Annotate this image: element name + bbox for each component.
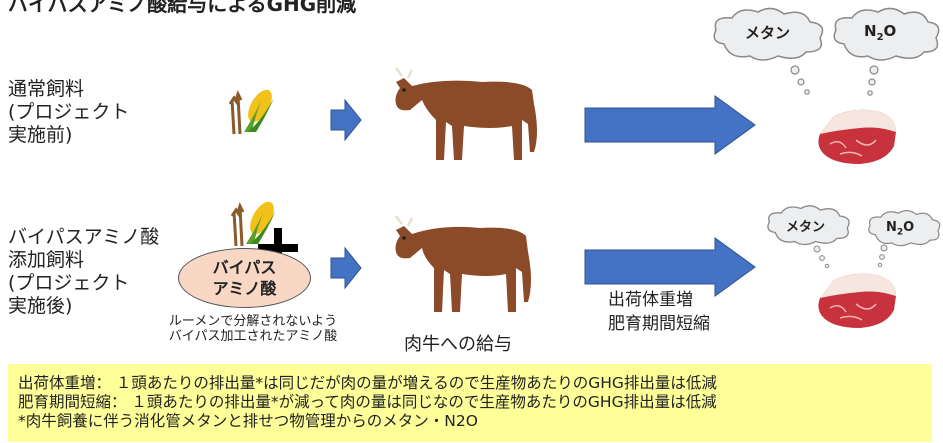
plus-icon — [258, 228, 298, 268]
arrow-right-icon — [330, 98, 362, 142]
n2o-base: N — [864, 22, 877, 40]
row-label-before: 通常飼料 (プロジェクト 実施前) — [8, 78, 130, 146]
arrow-right-icon — [584, 237, 756, 297]
diagram-title: バイパスアミノ酸給与によるGHG削減 — [8, 0, 357, 16]
cow-icon — [395, 67, 537, 160]
note-line-period: 肥育期間短縮： １頭あたりの排出量*が減って肉の量は同じなので生産物あたりのGH… — [18, 393, 717, 411]
note-line-footnote: *肉牛飼養に伴う消化管メタンと排せつ物管理からのメタン・N2O — [18, 412, 478, 430]
bypass-caption: ルーメンで分解されないよう バイパス加工されたアミノ酸 — [168, 314, 338, 344]
notes-box: 出荷体重増： １頭あたりの排出量*は同じだが肉の量が増えるので生産物あたりのGH… — [8, 364, 932, 442]
cow-icon — [395, 215, 531, 312]
beef-icon — [818, 109, 896, 164]
ellipse-line2: アミノ酸 — [212, 279, 277, 298]
result-label: 出荷体重増 肥育期間短縮 — [608, 290, 710, 334]
ellipse-line1: バイパス — [212, 258, 277, 277]
n2o-text: N2O — [864, 22, 896, 43]
beef-icon — [818, 273, 896, 328]
n2o-tail: O — [883, 22, 897, 40]
n2o-text: N2O — [886, 220, 914, 238]
corn-icon — [230, 201, 276, 247]
row-label-after: バイパスアミノ酸 添加飼料 (プロジェクト 実施後) — [8, 226, 160, 317]
corn-icon — [228, 89, 274, 135]
n2o-sub: 2 — [876, 32, 884, 43]
methane-text: メタン — [786, 220, 826, 235]
n2o-cloud-icon — [833, 7, 940, 61]
methane-text: メタン — [745, 24, 791, 42]
n2o-cloud-icon — [868, 210, 941, 247]
arrow-right-icon — [330, 246, 362, 290]
thought-bubbles-icon — [813, 244, 888, 269]
arrow-right-icon — [584, 95, 756, 155]
thought-bubbles-icon — [790, 65, 879, 96]
n2o-base: N — [886, 220, 897, 235]
note-line-weight: 出荷体重増： １頭あたりの排出量*は同じだが肉の量が増えるので生産物あたりのGH… — [18, 374, 717, 392]
n2o-sub: 2 — [896, 227, 904, 238]
n2o-tail: O — [903, 220, 915, 235]
feeding-label: 肉牛への給与 — [404, 334, 512, 355]
methane-cloud-icon — [713, 7, 824, 61]
methane-cloud-icon — [767, 205, 850, 246]
bypass-amino-acid-ellipse: バイパス アミノ酸 — [178, 248, 311, 308]
